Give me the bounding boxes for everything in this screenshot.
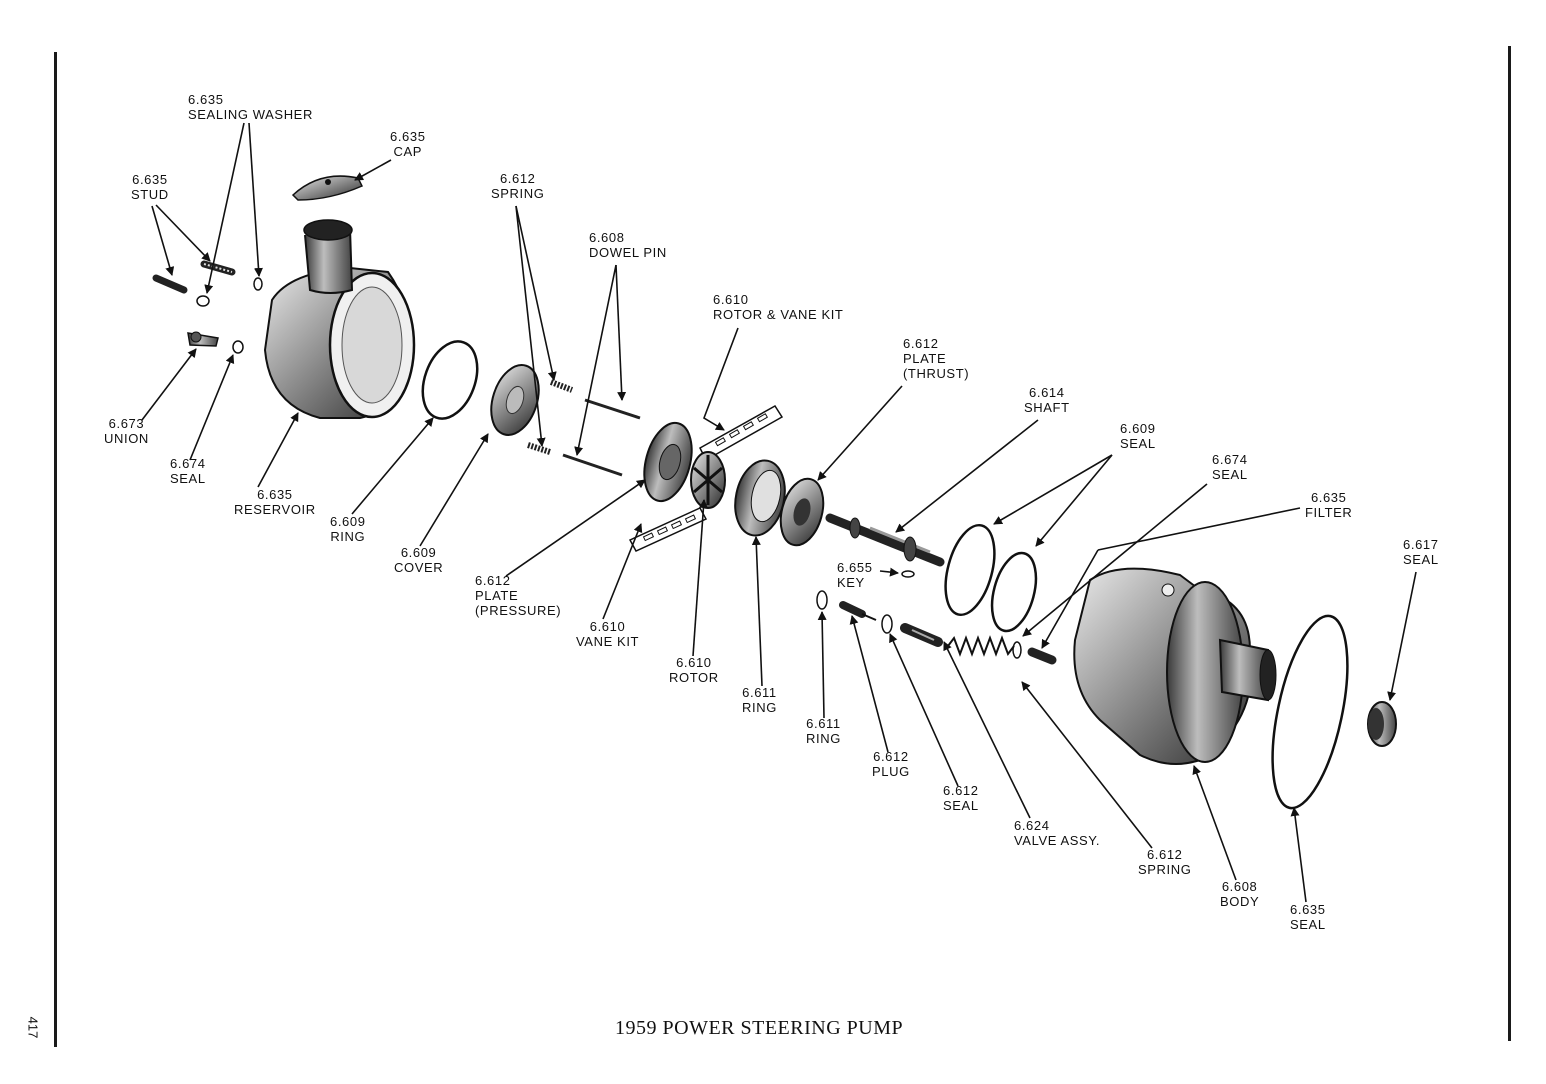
label-cover: 6.609 COVER: [394, 545, 444, 575]
spring-part: [947, 635, 1015, 657]
small-washers: [196, 277, 263, 354]
label-spring-bottom: 6.612 SPRING: [1138, 847, 1192, 877]
leader-lines: [141, 122, 1417, 903]
rotor-part: [690, 451, 726, 509]
left-border-line: [54, 52, 57, 1047]
label-ring-6611-b: 6.611 RING: [806, 716, 841, 746]
spring-and-dowel-parts: [527, 379, 641, 477]
reservoir-part: [263, 219, 416, 419]
label-seal-6609: 6.609 SEAL: [1120, 421, 1156, 451]
small-seal-and-filter: [1012, 641, 1057, 665]
label-filter: 6.635 FILTER: [1305, 490, 1353, 520]
large-seal-ring-part: [1271, 614, 1349, 810]
shaft-part: [825, 513, 945, 567]
label-body: 6.608 BODY: [1220, 879, 1260, 909]
key-part: [901, 570, 915, 578]
label-ring-6611-a: 6.611 RING: [742, 685, 777, 715]
shaft-seal-part: [1367, 701, 1397, 747]
plug-part: [839, 601, 877, 621]
label-seal-6612: 6.612 SEAL: [943, 783, 979, 813]
label-seal-6674-right: 6.674 SEAL: [1212, 452, 1248, 482]
vane-kit-parts: [628, 404, 784, 552]
ring-6609-part: [421, 340, 479, 420]
stud-parts: [152, 260, 236, 294]
valve-assy-part: [900, 623, 943, 647]
cover-part: [490, 364, 540, 436]
seal-rings-6609: [944, 523, 1038, 633]
label-union: 6.673 UNION: [104, 416, 149, 446]
body-part: [1073, 567, 1277, 765]
right-border-line: [1508, 46, 1511, 1041]
label-seal-6674-left: 6.674 SEAL: [170, 456, 206, 486]
label-plate-thrust: 6.612 PLATE (THRUST): [903, 336, 970, 381]
pressure-plate-part: [643, 421, 693, 503]
label-cap: 6.635 CAP: [390, 129, 426, 159]
label-ring-6609: 6.609 RING: [330, 514, 366, 544]
union-part: [187, 331, 219, 347]
label-plug: 6.612 PLUG: [872, 749, 910, 779]
label-shaft: 6.614 SHAFT: [1024, 385, 1070, 415]
label-dowel-pin: 6.608 DOWEL PIN: [589, 230, 667, 260]
label-stud: 6.635 STUD: [131, 172, 169, 202]
label-valve-assy: 6.624 VALVE ASSY.: [1014, 818, 1101, 848]
cam-ring-part: [734, 459, 786, 537]
page-title: 1959 POWER STEERING PUMP: [615, 1017, 904, 1039]
label-rotor-vane-kit: 6.610 ROTOR & VANE KIT: [713, 292, 844, 322]
label-seal-6635: 6.635 SEAL: [1290, 902, 1326, 932]
label-reservoir: 6.635 RESERVOIR: [234, 487, 316, 517]
small-seal-6612-part: [881, 614, 893, 634]
thrust-plate-part: [779, 477, 825, 547]
label-seal-6617: 6.617 SEAL: [1403, 537, 1439, 567]
label-sealing-washer: 6.635 SEALING WASHER: [188, 92, 313, 122]
label-vane-kit: 6.610 VANE KIT: [576, 619, 640, 649]
label-spring-top: 6.612 SPRING: [491, 171, 545, 201]
label-key: 6.655 KEY: [837, 560, 873, 590]
label-plate-pressure: 6.612 PLATE (PRESSURE): [475, 573, 562, 618]
page-number: 417: [25, 1016, 41, 1039]
ring-6611-b-part: [816, 590, 828, 610]
label-rotor: 6.610 ROTOR: [669, 655, 719, 685]
cap-part: [291, 175, 364, 201]
